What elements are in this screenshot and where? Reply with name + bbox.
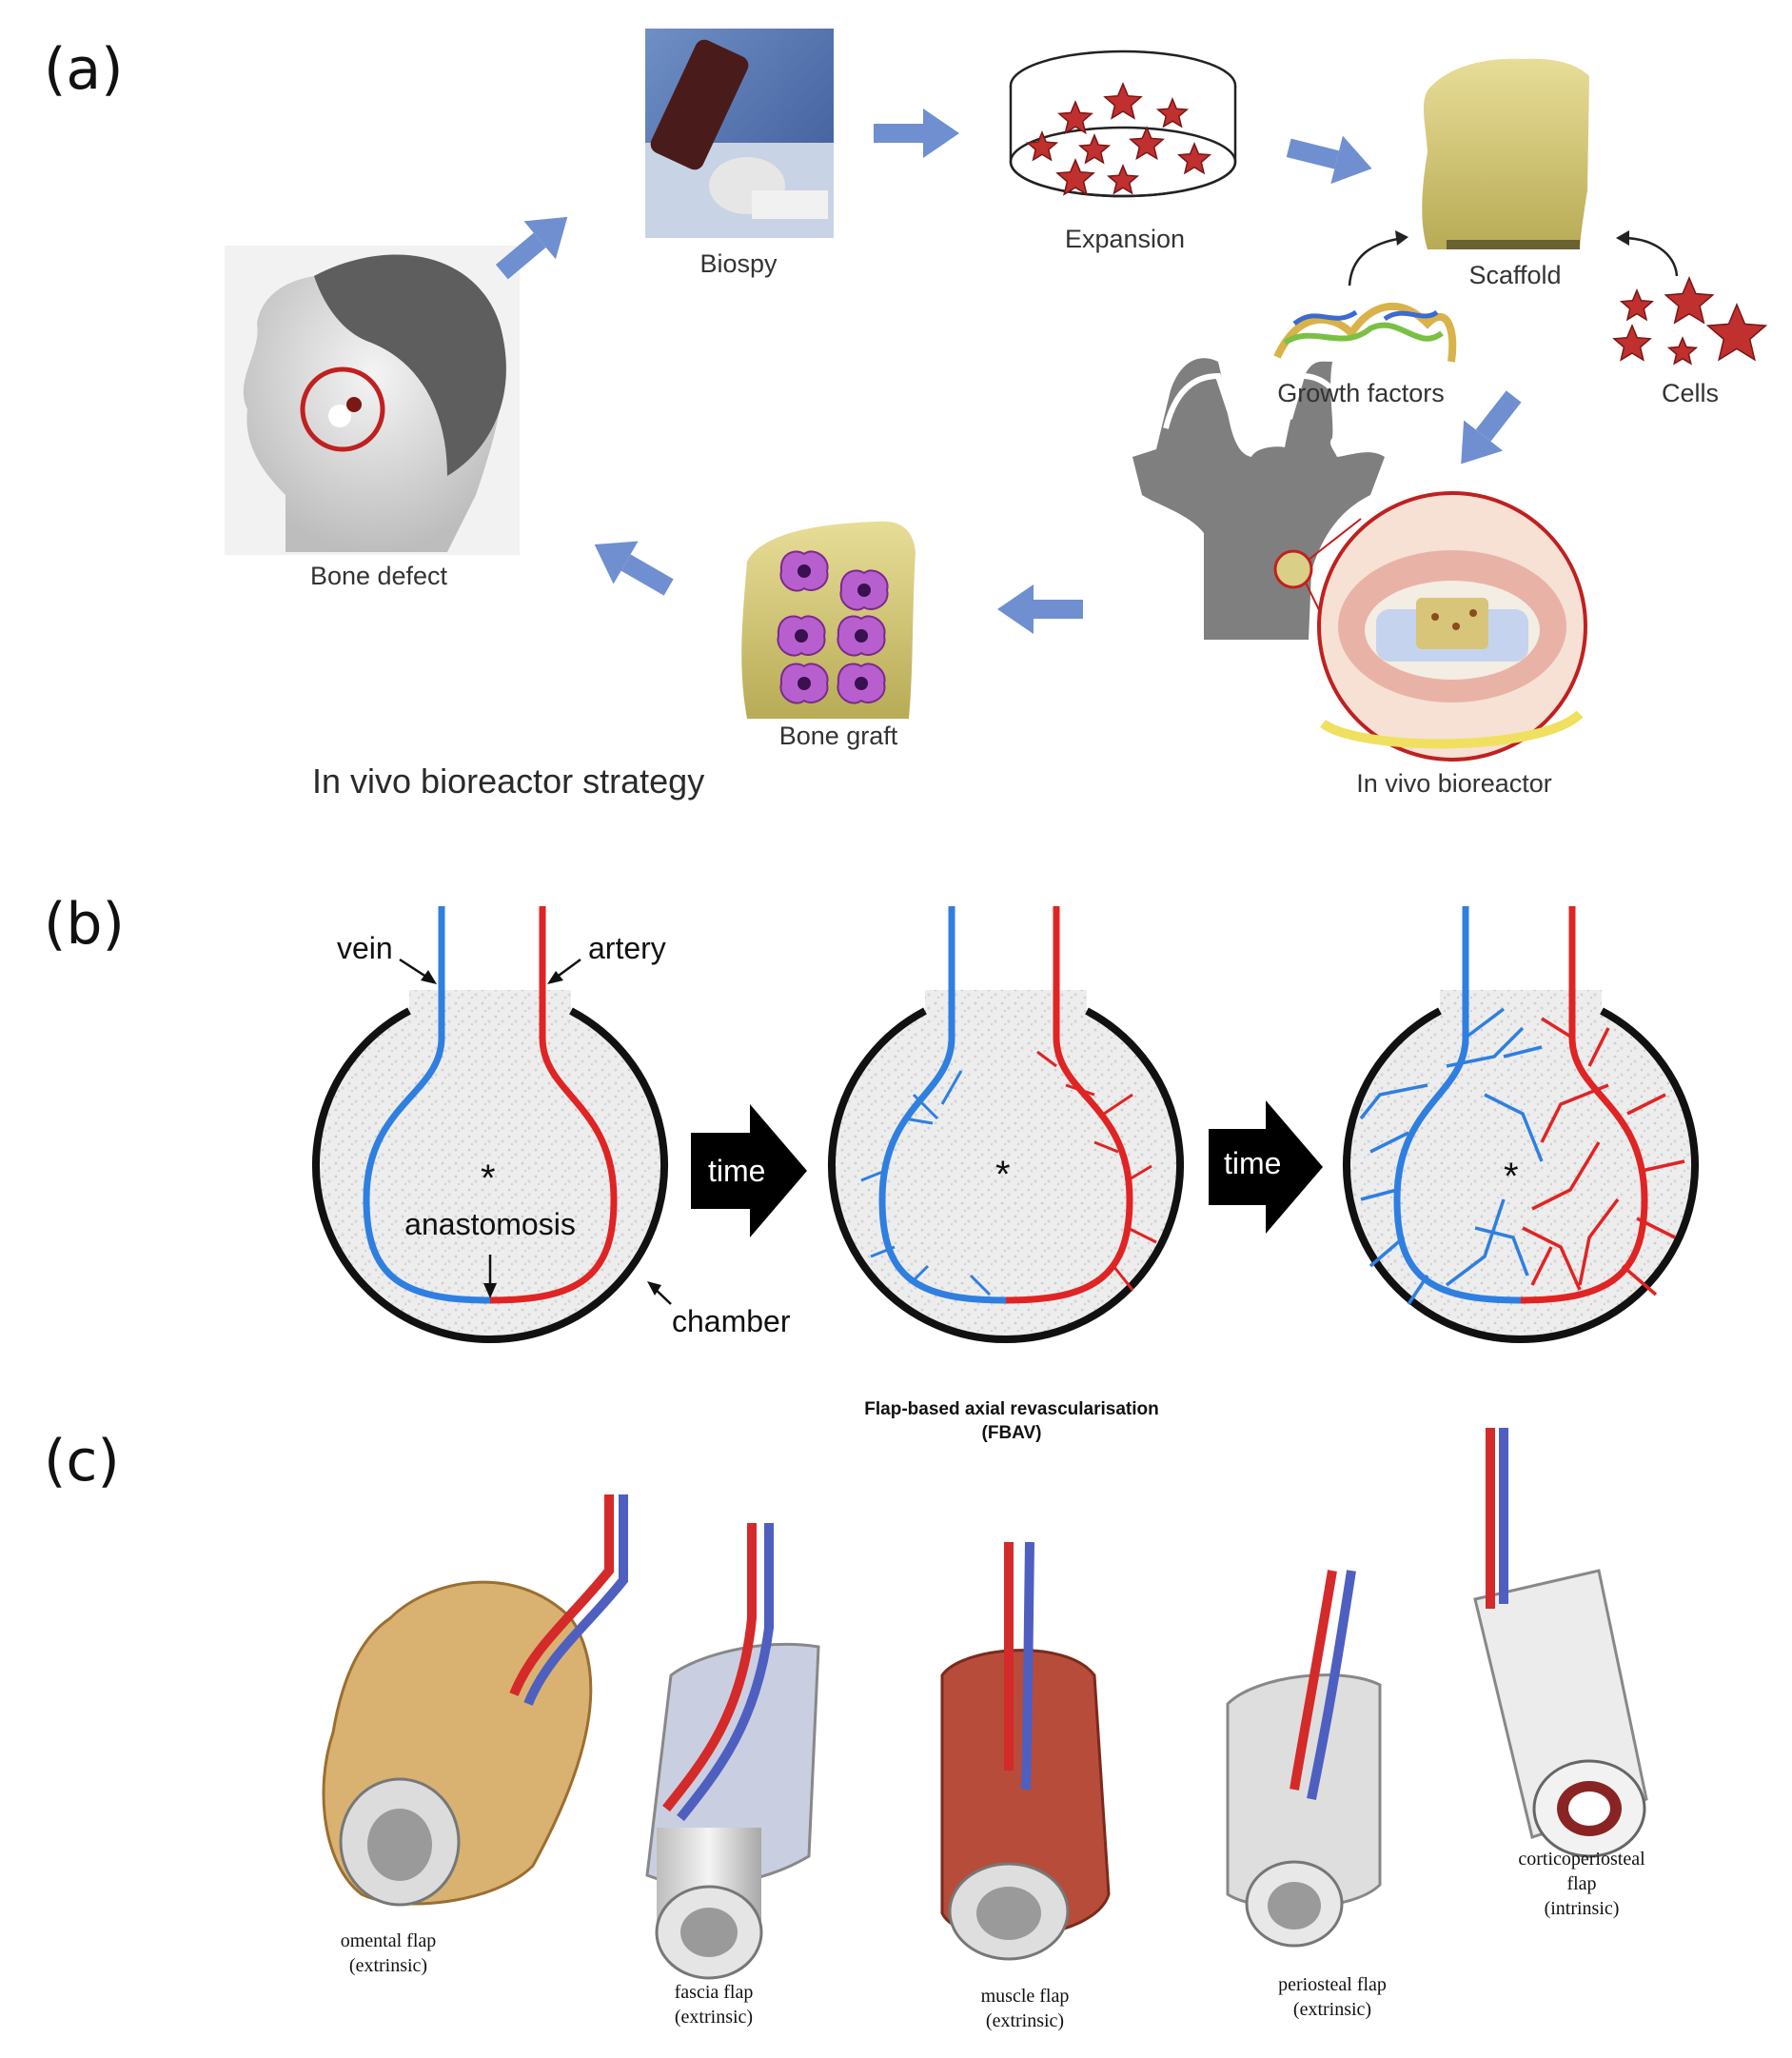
growth-to-scaffold-arrow: [1348, 236, 1405, 287]
panel-c-letter: (c): [44, 1428, 120, 1494]
fascia-flap-image: [645, 1523, 820, 1980]
graft-cell-nucleus-icon: [798, 564, 811, 578]
chamber-label: chamber: [672, 1304, 791, 1338]
biospy-label: Biospy: [699, 249, 778, 278]
chamber-stage-2: [828, 906, 1184, 1343]
graft-cell-nucleus-icon: [857, 584, 871, 597]
cells-to-scaffold-arrow: [1622, 236, 1679, 277]
cell-star-icon: [1664, 276, 1715, 325]
corticoperiosteal-flap-label: corticoperiosteal flap (intrinsic): [1518, 1847, 1644, 1921]
flow-arrow-biospy-to-expansion: [874, 109, 959, 158]
omental-flap-image: [322, 1494, 628, 1907]
corticoperiosteal-flap-name: corticoperiosteal: [1518, 1849, 1645, 1870]
chamber-stage-1: [312, 906, 672, 1343]
muscle-flap-name: muscle flap: [980, 1986, 1070, 2007]
scaffold-image: [1422, 58, 1589, 249]
in-vivo-bioreactor-magnified-image: [1317, 491, 1587, 762]
corticoperiosteal-flap-type: (intrinsic): [1544, 1898, 1620, 1919]
omental-flap-name: omental flap: [340, 1930, 437, 1951]
time-arrow-2: [1209, 1100, 1323, 1234]
cell-star-icon: [1057, 100, 1093, 135]
time-label-1: time: [708, 1154, 766, 1188]
graft-cell-nucleus-icon: [795, 629, 808, 643]
asterisk-1: *: [481, 1158, 496, 1199]
cell-star-icon: [1666, 336, 1699, 366]
chamber-stage-3: [1343, 906, 1699, 1343]
panel-a-letter: (a): [44, 36, 124, 103]
cell-star-icon: [1077, 133, 1112, 165]
panel-b-letter: (b): [44, 891, 125, 958]
fascia-flap-label: fascia flap (extrinsic): [675, 1980, 754, 2029]
cell-star-icon: [1705, 303, 1768, 362]
graft-cell-nucleus-icon: [798, 677, 811, 690]
cell-star-icon: [1106, 164, 1140, 195]
head-silhouette-image: [225, 246, 520, 555]
biospy-photo: [645, 29, 834, 238]
artery-line: [489, 906, 618, 1304]
fbav-title: Flap-based axial revascularisation (FBAV…: [864, 1397, 1158, 1445]
fascia-flap-name: fascia flap: [674, 1982, 754, 2003]
periosteal-flap-label: periosteal flap (extrinsic): [1278, 1972, 1387, 2022]
periosteal-flap-type: (extrinsic): [1292, 1999, 1372, 2020]
flow-arrow-expansion-to-scaffold: [1286, 135, 1372, 185]
vein-label: vein: [337, 931, 393, 965]
cell-star-icon: [1612, 324, 1652, 362]
in-vivo-bioreactor-label: In vivo bioreactor: [1356, 769, 1552, 798]
strategy-title: In vivo bioreactor strategy: [312, 762, 705, 801]
growth-factors-label: Growth factors: [1277, 379, 1445, 407]
time-arrow-1: [691, 1104, 807, 1237]
asterisk-2: *: [995, 1154, 1011, 1196]
cell-star-icon: [1055, 158, 1095, 196]
graft-cell-nucleus-icon: [855, 629, 868, 643]
growth-factors-protein-image: [1273, 303, 1457, 363]
cell-star-icon: [1155, 97, 1190, 129]
fbav-title-line2: (FBAV): [981, 1423, 1042, 1443]
artery-label: artery: [588, 931, 666, 965]
periosteal-flap-name: periosteal flap: [1278, 1974, 1387, 1995]
flow-arrow-scaffold-to-bioreactor: [1461, 390, 1522, 465]
omental-flap-type: (extrinsic): [348, 1955, 428, 1976]
asterisk-3: *: [1504, 1156, 1519, 1197]
periosteal-flap-image: [1226, 1570, 1382, 1948]
vein-line: [363, 906, 491, 1304]
muscle-flap-type: (extrinsic): [985, 2010, 1065, 2031]
cells-label: Cells: [1661, 379, 1720, 407]
corticoperiosteal-flap-image: [1473, 1428, 1648, 1858]
anastomosis-label: anastomosis: [404, 1207, 576, 1241]
muscle-flap-label: muscle flap (extrinsic): [981, 1984, 1070, 2033]
fbav-title-line1: Flap-based axial revascularisation: [864, 1399, 1159, 1419]
flow-arrow-bioreactor-to-graft: [997, 584, 1083, 634]
scaffold-label: Scaffold: [1468, 261, 1562, 289]
time-label-2: time: [1224, 1146, 1282, 1180]
flow-arrow-graft-to-defect: [594, 541, 674, 596]
flow-arrow-defect-to-biospy: [495, 216, 568, 280]
omental-flap-label: omental flap (extrinsic): [341, 1929, 437, 1978]
expansion-label: Expansion: [1064, 225, 1186, 253]
fascia-flap-type: (extrinsic): [674, 2007, 754, 2028]
cell-star-icon: [1103, 82, 1143, 120]
bone-graft-label: Bone graft: [778, 722, 898, 750]
bone-defect-label: Bone defect: [309, 562, 448, 590]
muscle-flap-image: [940, 1541, 1111, 1961]
graft-cell-nucleus-icon: [855, 677, 868, 690]
cell-star-icon: [1619, 288, 1655, 322]
corticoperiosteal-flap-name2: flap: [1566, 1873, 1597, 1894]
torso-silhouette: [1132, 358, 1385, 658]
cell-star-icon: [1176, 142, 1212, 175]
cell-star-icon: [1025, 130, 1059, 162]
cell-star-icon: [1129, 126, 1165, 161]
